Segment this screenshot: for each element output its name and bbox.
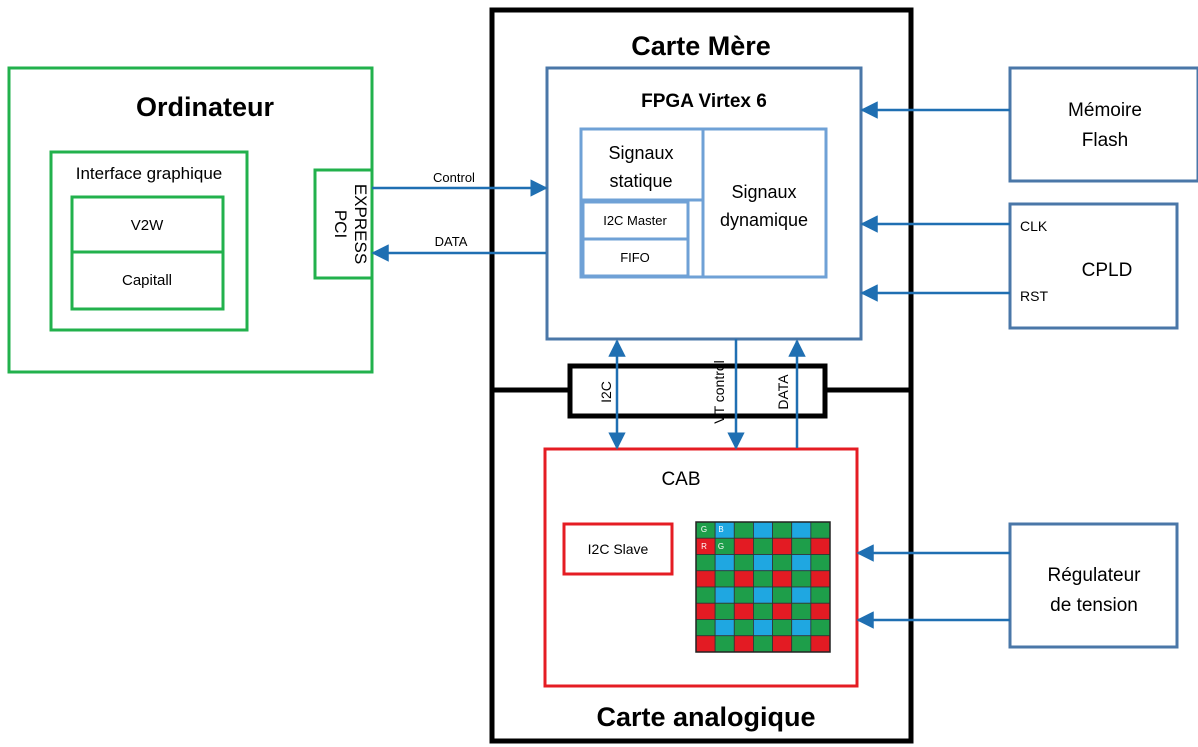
pixel-cell bbox=[714, 602, 735, 620]
pixel-cell bbox=[695, 635, 716, 653]
pixel-cell bbox=[791, 635, 812, 653]
pixel-cell bbox=[695, 570, 716, 588]
analog-board-title: Carte analogique bbox=[596, 702, 815, 732]
pixel-cell bbox=[695, 586, 716, 604]
pixel-cell bbox=[714, 554, 735, 572]
pci-label-line2: EXPRESS bbox=[351, 184, 370, 264]
fpga-title: FPGA Virtex 6 bbox=[641, 91, 767, 112]
pixel-cell bbox=[753, 537, 773, 555]
regulator-box bbox=[1008, 522, 1179, 649]
dynamic-signals-line1: Signaux bbox=[731, 182, 796, 202]
pixel-cell bbox=[810, 602, 831, 620]
fpga-box bbox=[545, 66, 863, 341]
pixel-cell bbox=[791, 521, 812, 539]
flash-line2: Flash bbox=[1082, 130, 1128, 151]
pixel-label-b: B bbox=[718, 525, 723, 534]
pixel-cell bbox=[733, 586, 754, 604]
pixel-cell bbox=[714, 619, 735, 637]
static-signals-line2: statique bbox=[609, 171, 672, 191]
pci-label-line1: PCI bbox=[331, 210, 350, 238]
regulator-line2: de tension bbox=[1050, 595, 1138, 616]
pixel-label-g1: G bbox=[701, 525, 707, 534]
pixel-cell bbox=[733, 602, 754, 620]
gui-item-v2w: V2W bbox=[131, 217, 164, 234]
pixel-cell bbox=[695, 619, 716, 637]
pixel-cell bbox=[733, 554, 754, 572]
pixel-cell bbox=[810, 635, 831, 653]
pixel-label-r: R bbox=[701, 542, 707, 551]
pixel-cell bbox=[791, 602, 812, 620]
data-pci-label: DATA bbox=[435, 234, 468, 249]
vt-control-label: VT control bbox=[711, 360, 727, 424]
pixel-array-frame bbox=[695, 521, 831, 653]
pixel-cell bbox=[810, 586, 831, 604]
pixel-cell bbox=[753, 586, 773, 604]
pixel-cell bbox=[733, 570, 754, 588]
pixel-cell bbox=[753, 521, 773, 539]
pixel-cell bbox=[810, 537, 831, 555]
pixel-cell bbox=[695, 554, 716, 572]
pixel-cell bbox=[753, 570, 773, 588]
gui-box bbox=[49, 150, 249, 332]
pixel-cell bbox=[810, 570, 831, 588]
cpld-clk-label: CLK bbox=[1020, 218, 1048, 234]
control-label: Control bbox=[433, 170, 475, 185]
dynamic-signals-line2: dynamique bbox=[720, 210, 808, 230]
pixel-cell bbox=[772, 570, 793, 588]
cpld-title: CPLD bbox=[1082, 260, 1133, 281]
cab-box bbox=[543, 447, 859, 688]
i2c-link-label: I2C bbox=[598, 381, 614, 403]
pixel-cell bbox=[772, 619, 793, 637]
gui-title: Interface graphique bbox=[76, 164, 223, 183]
pixel-cell bbox=[733, 537, 754, 555]
motherboard-title: Carte Mère bbox=[631, 31, 771, 61]
pixel-cell bbox=[772, 586, 793, 604]
board-connector bbox=[567, 363, 828, 419]
pixel-cell bbox=[733, 635, 754, 653]
pixel-cell bbox=[753, 635, 773, 653]
cpld-box bbox=[1008, 202, 1179, 330]
pixel-cell bbox=[733, 521, 754, 539]
pixel-cell bbox=[753, 554, 773, 572]
pixel-cell bbox=[810, 521, 831, 539]
i2c-master-label: I2C Master bbox=[603, 213, 667, 228]
fifo-label: FIFO bbox=[620, 250, 650, 265]
flash-line1: Mémoire bbox=[1068, 100, 1142, 121]
fifo-box bbox=[581, 237, 690, 278]
i2c-slave-box bbox=[562, 522, 674, 576]
pixel-cell bbox=[733, 619, 754, 637]
pci-express-box bbox=[313, 168, 374, 280]
pixel-label-g2: G bbox=[718, 542, 724, 551]
pixel-cell bbox=[772, 521, 793, 539]
data-cab-label: DATA bbox=[775, 374, 791, 410]
pixel-cell bbox=[810, 619, 831, 637]
pixel-cell bbox=[791, 554, 812, 572]
cab-title: CAB bbox=[661, 469, 700, 490]
pixel-cell bbox=[791, 619, 812, 637]
pixel-cell bbox=[714, 635, 735, 653]
static-signals-line1: Signaux bbox=[608, 143, 673, 163]
flash-box bbox=[1008, 66, 1198, 183]
pixel-cell bbox=[753, 602, 773, 620]
pixel-cell bbox=[753, 619, 773, 637]
pixel-cell bbox=[695, 602, 716, 620]
pixel-cell bbox=[810, 554, 831, 572]
pixel-cell bbox=[791, 586, 812, 604]
pixel-cell bbox=[714, 586, 735, 604]
computer-title: Ordinateur bbox=[136, 92, 275, 122]
pixel-cell bbox=[772, 602, 793, 620]
pixel-array bbox=[695, 521, 831, 653]
pixel-cell bbox=[791, 537, 812, 555]
cpld-rst-label: RST bbox=[1020, 288, 1048, 304]
i2c-slave-label: I2C Slave bbox=[588, 541, 649, 557]
gui-item-capitall: Capitall bbox=[122, 272, 172, 289]
pixel-cell bbox=[791, 570, 812, 588]
pixel-cell bbox=[772, 554, 793, 572]
board-outline bbox=[489, 7, 914, 744]
regulator-line1: Régulateur bbox=[1048, 565, 1142, 586]
pixel-cell bbox=[772, 537, 793, 555]
pixel-cell bbox=[772, 635, 793, 653]
pixel-cell bbox=[714, 570, 735, 588]
